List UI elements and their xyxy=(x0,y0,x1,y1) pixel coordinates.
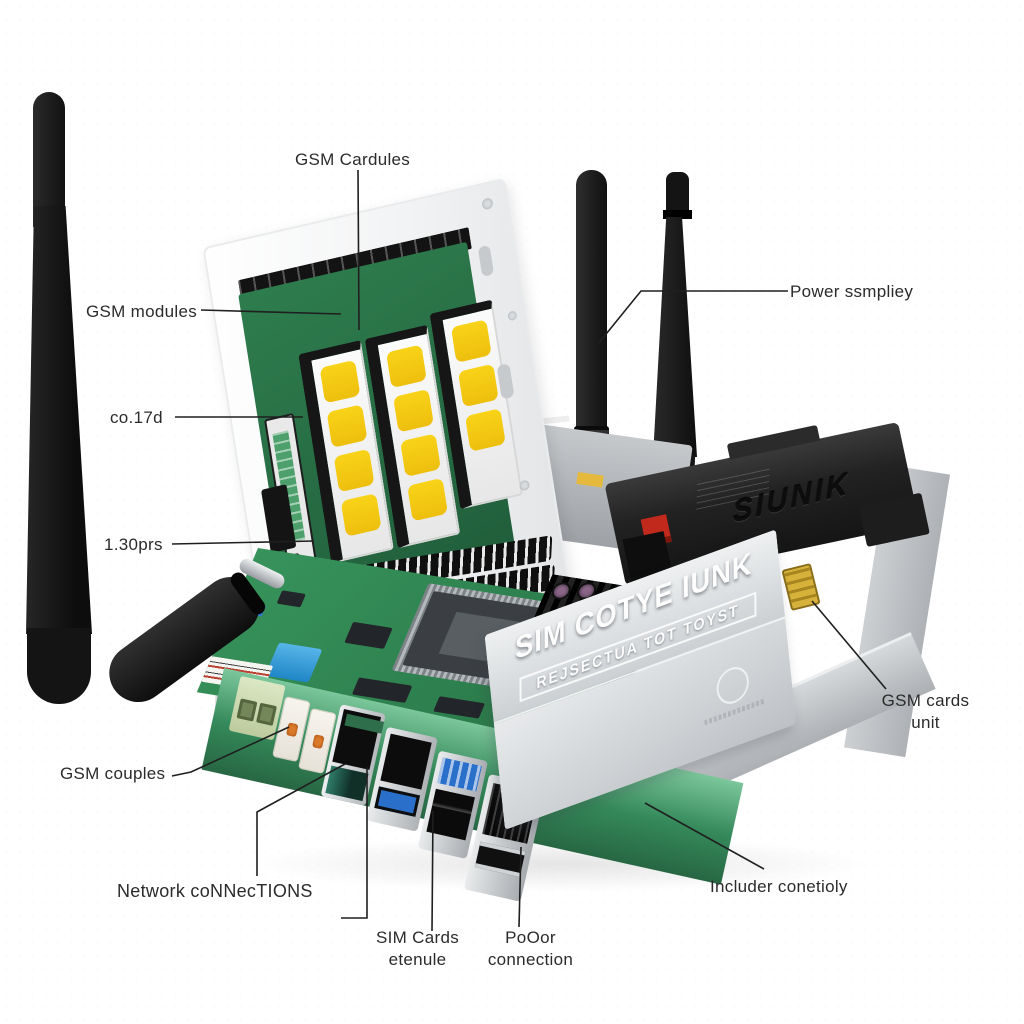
sim-card-slot xyxy=(407,477,448,522)
right-paddle-antenna xyxy=(576,170,607,432)
left-antenna-tip xyxy=(33,92,65,227)
orange-contact xyxy=(312,734,325,750)
terminal-hole xyxy=(256,702,277,726)
sim-card-slot xyxy=(450,319,492,363)
label-co17d: co.17d xyxy=(110,408,163,427)
terminal-hole xyxy=(236,698,258,722)
right-whip-antenna-body xyxy=(653,217,697,457)
screw xyxy=(481,197,494,211)
sim-card-slot xyxy=(393,388,434,433)
orange-contact xyxy=(285,722,299,738)
blue-component xyxy=(264,642,323,683)
sim-card-slot xyxy=(386,344,427,389)
ethernet-lower-socket xyxy=(325,765,369,802)
label-includer: Includer conetioly xyxy=(710,877,848,896)
gold-antenna-connector xyxy=(781,562,821,612)
label-sim-cards-line1: SIM Cards xyxy=(376,928,459,947)
label-gsm-cards-unit-line2: unit xyxy=(911,713,940,733)
ethernet-pcb-strip xyxy=(344,713,385,734)
label-power-supply: Power ssmpliey xyxy=(790,282,914,301)
box-logo-circle xyxy=(714,662,751,710)
leader-power-supply xyxy=(597,290,788,345)
sim-card-slot xyxy=(464,408,506,452)
label-sim-cards-line2: etenule xyxy=(388,950,447,970)
left-antenna-body xyxy=(26,206,92,634)
module-notch xyxy=(726,424,821,460)
label-power-connection: PoOor connection xyxy=(478,927,583,971)
sim-card-slot xyxy=(457,363,499,408)
sim-card-slot xyxy=(340,493,382,537)
lid-mount-slot xyxy=(477,244,495,278)
label-gsm-cardules: GSM Cardules xyxy=(295,150,411,169)
ethernet-socket xyxy=(332,708,385,770)
capacitor xyxy=(548,581,574,601)
sim-card-slot xyxy=(326,404,368,448)
usb-socket xyxy=(426,788,475,841)
usb-socket xyxy=(380,733,432,790)
yellow-sticker xyxy=(576,471,604,488)
label-power-connection-line2: connection xyxy=(487,950,574,970)
label-network-connections: Network coNNecTIONS xyxy=(117,881,313,901)
sim-card-slot xyxy=(319,359,361,404)
label-gsm-modules: GSM modules xyxy=(86,302,198,321)
usb3-socket xyxy=(437,757,482,792)
left-antenna-base-cap xyxy=(27,628,91,704)
label-sim-cards: SIM Cards etenule xyxy=(365,927,470,971)
label-130prs: 1.30prs xyxy=(104,535,163,554)
ic-chip xyxy=(344,621,393,649)
lid-pcb xyxy=(238,241,555,654)
ic-chip xyxy=(276,590,306,608)
screw xyxy=(507,310,518,322)
usb3-socket xyxy=(374,786,421,817)
label-power-connection-line1: PoOor xyxy=(505,928,556,947)
label-gsm-cards-unit-line1: GSM cards xyxy=(881,691,970,710)
sim-card-slot xyxy=(400,433,441,478)
usb-socket xyxy=(474,841,526,877)
sim-card-slot xyxy=(333,448,375,493)
label-gsm-couples: GSM couples xyxy=(60,764,166,783)
label-gsm-cards-unit: GSM cards unit xyxy=(868,690,983,734)
right-whip-antenna-cap xyxy=(666,172,689,214)
screw xyxy=(518,479,531,492)
right-whip-antenna-ring xyxy=(663,210,692,219)
